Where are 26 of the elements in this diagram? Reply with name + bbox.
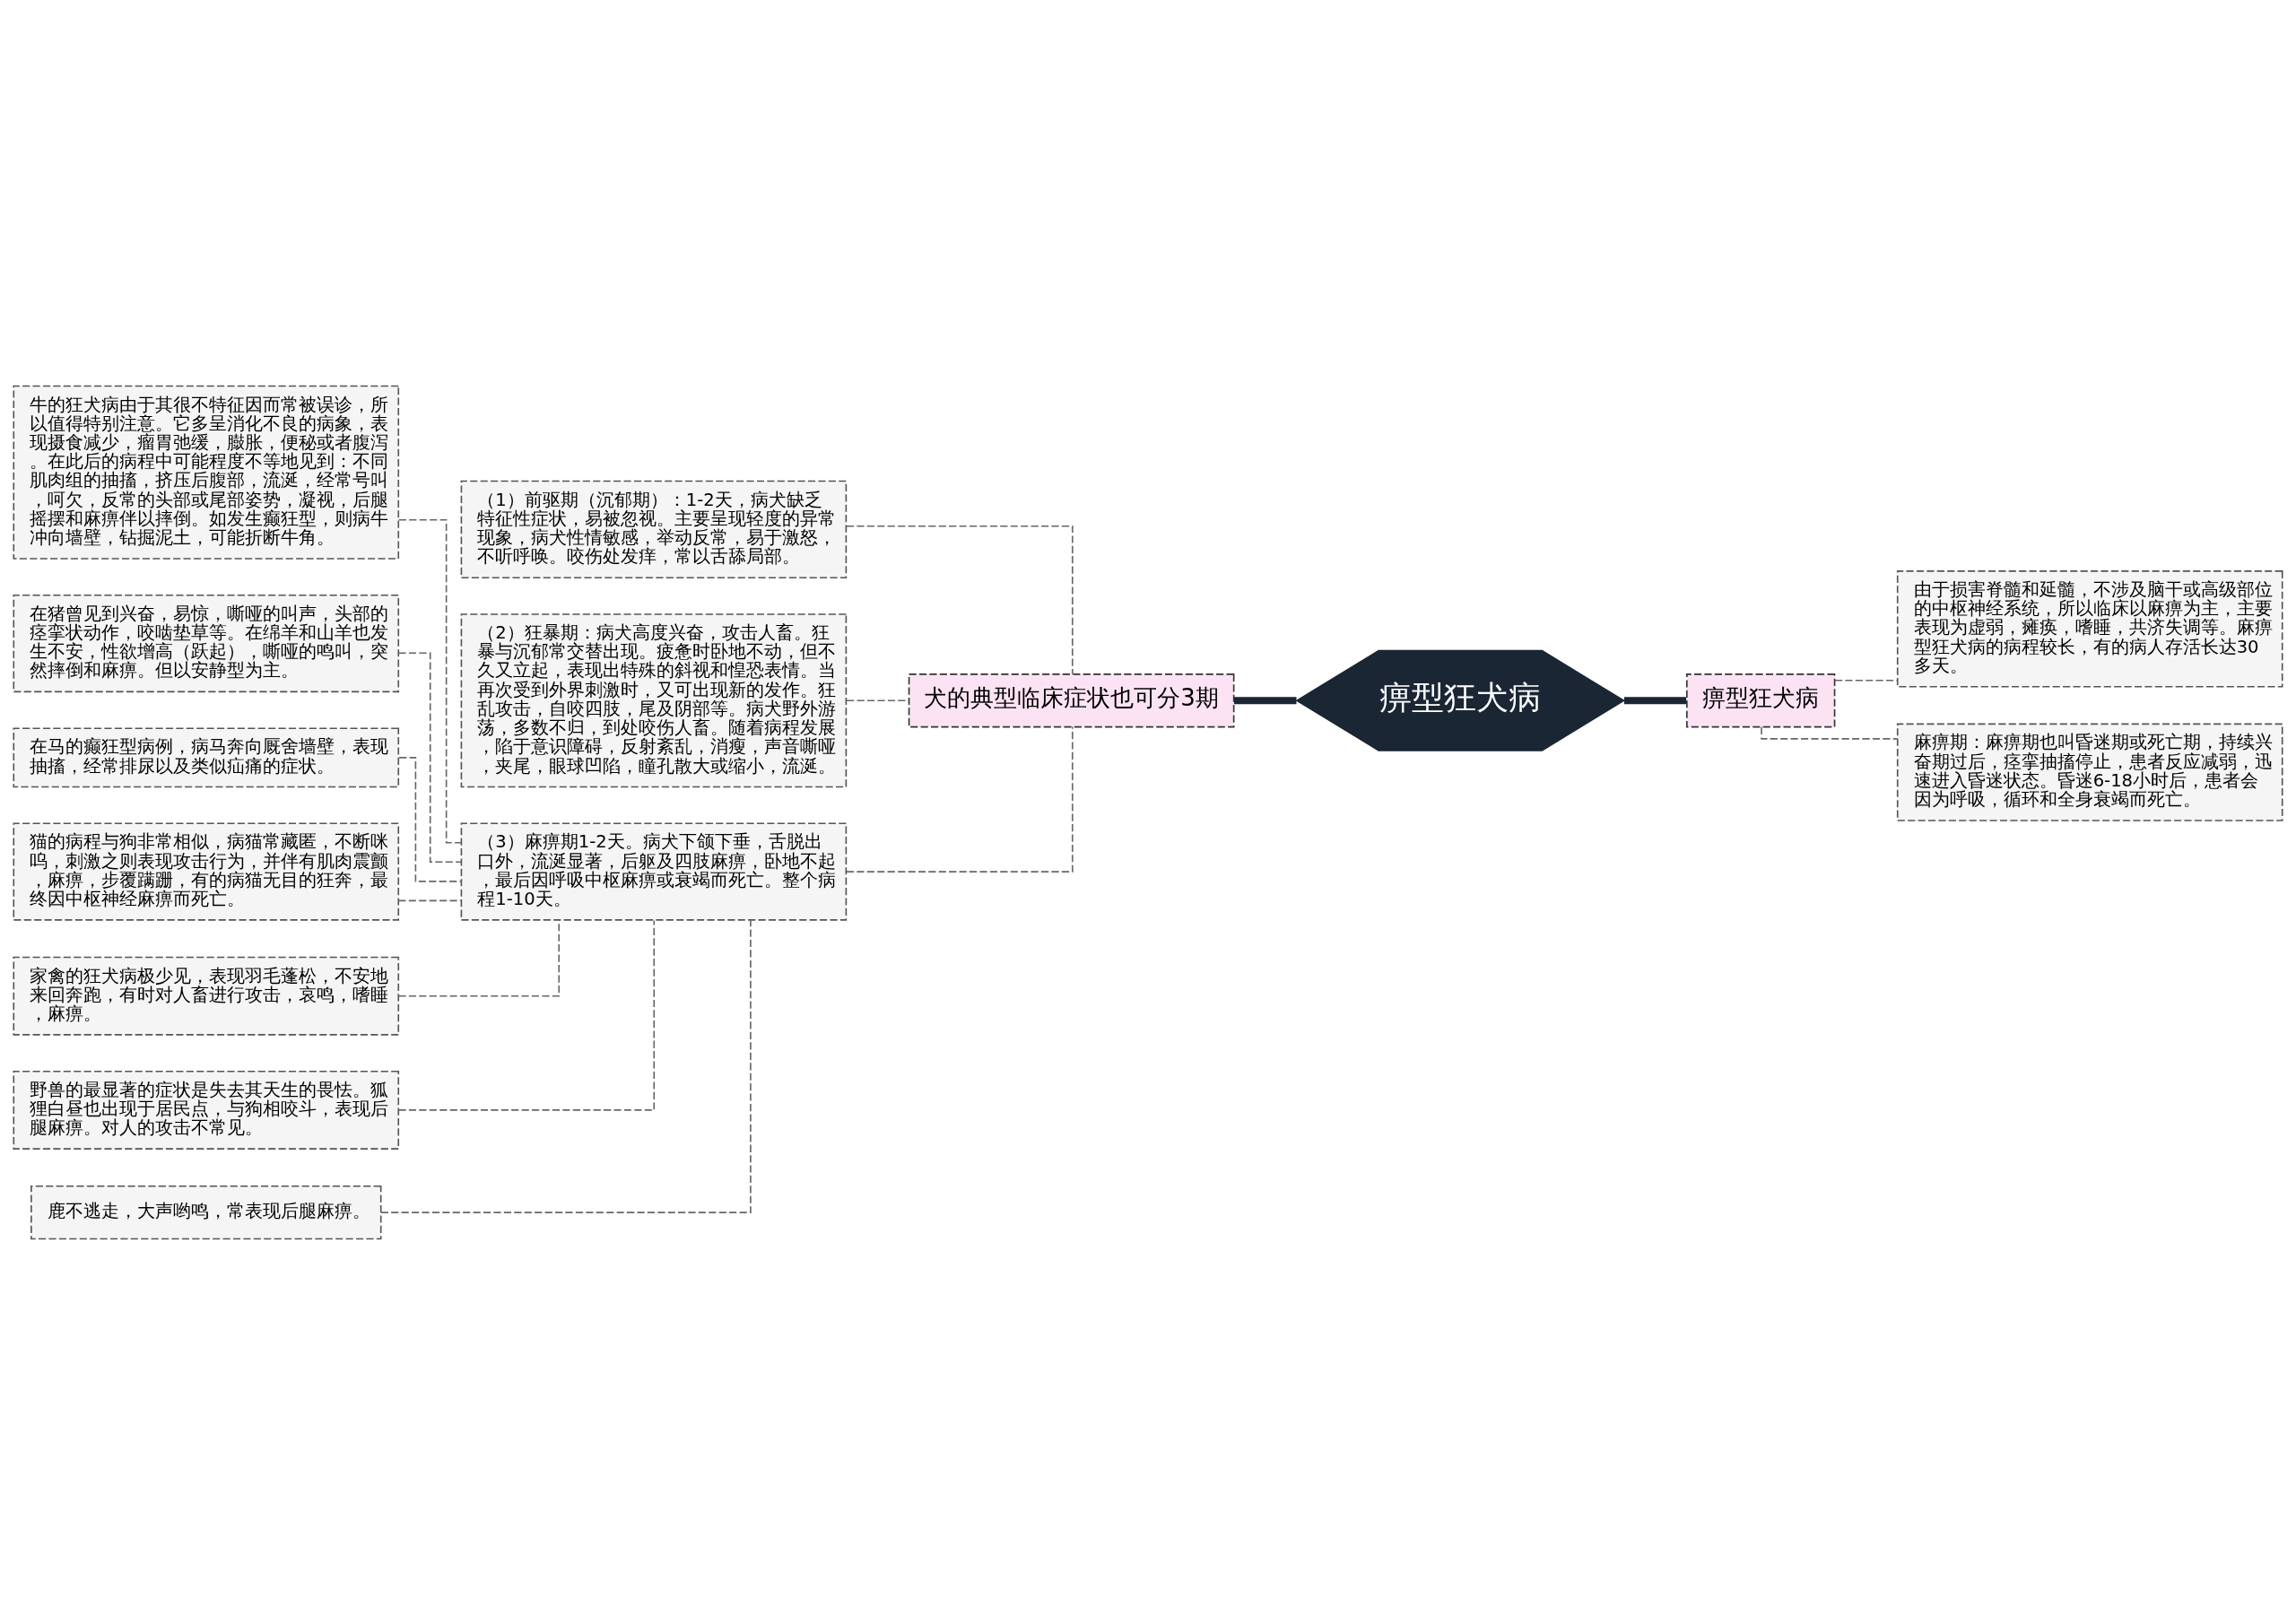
node-box: 犬的典型临床症状也可分3期: [908, 673, 1235, 727]
connector: [397, 918, 561, 997]
connector: [398, 756, 462, 882]
connector: [397, 919, 656, 1111]
connector: [397, 651, 463, 863]
connector: [846, 525, 1074, 674]
node-box: 麻痹期：麻痹期也叫昏迷期或死亡期，持续兴奋期过后，痉挛抽搐停止，患者反应减弱，迅速进入昏迷状态。昏迷6-18小时后，患者会因为呼吸，循环和全身衰竭而死亡。: [1896, 723, 2283, 821]
connector: [1761, 725, 1899, 740]
node-box: 家禽的狂犬病极少见，表现羽毛蓬松，不安地来回奔跑，有时对人畜进行攻击，哀鸣，嗜睡，麻痹。: [13, 956, 400, 1036]
node-box: （3）麻痹期1-2天。病犬下颌下垂，舌脱出口外，流涎显著，后躯及四肢麻痹，卧地不起，最后因呼吸中枢麻痹或衰竭而死亡。整个病程1-10天。: [460, 821, 848, 921]
connector: [380, 919, 752, 1213]
connector: [397, 518, 463, 844]
node-box: 鹿不逃走，大声哟鸣，常表现后腿麻痹。: [30, 1185, 382, 1239]
node-box: 猫的病程与狗非常相似，病猫常藏匿，不断咪呜，刺激之则表现攻击行为，并伴有肌肉震颤，麻痹，步覆蹒跚，有的病猫无目的狂奔，最终因中枢神经麻痹而死亡。: [13, 821, 400, 921]
node-box: 牛的狂犬病由于其很不特征因而常被误诊，所以值得特别注意。它多呈消化不良的病象，表现摄食减少，瘤胃弛缓，臌胀，便秘或者腹泻。在此后的病程中可能程度不等地见到：不同肌肉组的抽搐，挤压后腹部，流涎，经常号叫，呵欠，反常的头部或尾部姿势，凝视，后腿摇摆和麻痹伴以摔倒。如发生癫狂型，则病牛冲向墙壁，钻掘泥土，可能折断牛角。: [13, 385, 400, 560]
node-box: 由于损害脊髓和延髓，不涉及脑干或高级部位的中枢神经系统，所以临床以麻痹为主，主要表现为虚弱，瘫痪，嗜睡，共济失调等。麻痹型狂犬病的病程较长，有的病人存活长达30多天。: [1896, 569, 2283, 688]
node-box: 痹型狂犬病: [1686, 673, 1836, 727]
connector: [846, 725, 1074, 873]
node-box: 野兽的最显著的症状是失去其天生的畏怯。狐狸白昼也出现于居民点，与狗相咬斗，表现后腿麻痹。对人的攻击不常见。: [13, 1070, 400, 1150]
node-box: （2）狂暴期：病犬高度兴奋，攻击人畜。狂暴与沉郁常交替出现。疲惫时卧地不动，但不久又立起，表现出特殊的斜视和惶恐表情。当再次受到外界刺激时，又可出现新的发作。狂乱攻击，自咬四肢，尾及阴部等。病犬野外游荡，多数不归，到处咬伤人畜。随着病程发展，陷于意识障碍，反射紊乱，消瘦，声音嘶哑，夹尾，眼球凹陷，瞳孔散大或缩小，流涎。: [460, 612, 848, 787]
connector: [1234, 696, 1297, 704]
connector: [397, 899, 462, 901]
node-box: （1）前驱期（沉郁期）：1-2天，病犬缺乏特征性症状，易被忽视。主要呈现轻度的异常现象，病犬性情敏感，举动反常，易于激怒，不听呼唤。咬伤处发痒，常以舌舔局部。: [460, 480, 848, 578]
node-box: 在猪曾见到兴奋，易惊，嘶哑的叫声，头部的痉挛状动作，咬啮垫草等。在绵羊和山羊也发生不安，性欲增高（跃起），嘶哑的鸣叫，突然摔倒和麻痹。但以安静型为主。: [13, 594, 400, 692]
node-box: 在马的癫狂型病例，病马奔向厩舍墙壁，表现抽搐，经常排尿以及类似疝痛的症状。: [13, 726, 400, 787]
connector: [1623, 696, 1687, 704]
